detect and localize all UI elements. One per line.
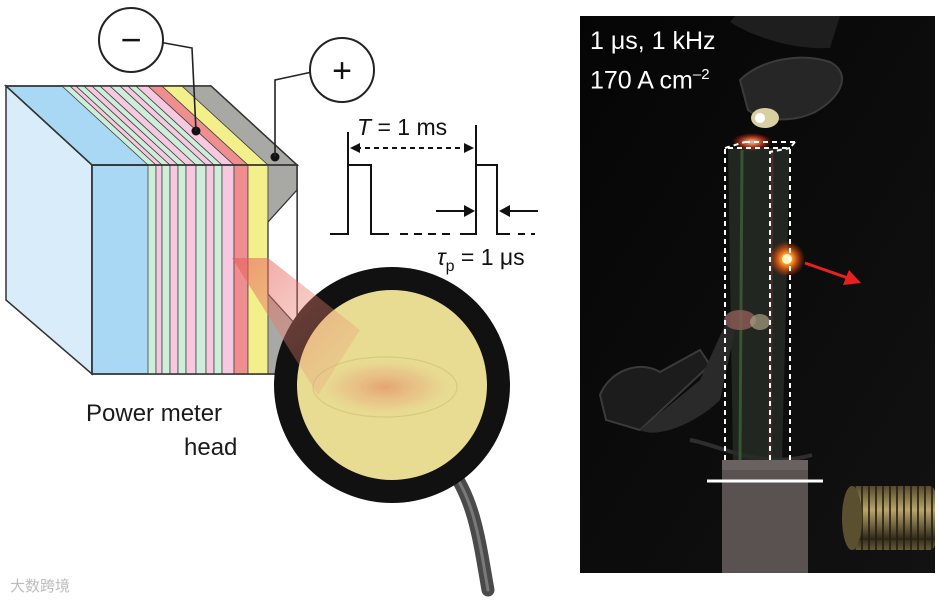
photo-label-line2: 170 A cm–2: [590, 66, 710, 95]
device-layers: [60, 85, 299, 375]
layered-device: [4, 41, 313, 376]
wire-minus: [158, 41, 197, 132]
photo-wire-body: [728, 148, 790, 460]
pulse-width-label: τp = 1 μs: [437, 244, 525, 275]
power-meter-label-line2: head: [184, 434, 238, 461]
power-meter-label-line1: Power meter: [86, 400, 223, 427]
layer-front-3: [169, 164, 179, 375]
pulse-waveform-2: [460, 164, 510, 235]
layer-front-7: [205, 164, 215, 375]
layer-front-5: [185, 164, 197, 375]
emission-arrow: [804, 261, 849, 280]
layer-front-9: [221, 164, 235, 375]
pulse-train: [330, 125, 538, 235]
pulse-waveform-1: [330, 164, 389, 235]
terminal-minus: −: [98, 7, 164, 73]
layer-front-0: [147, 164, 157, 375]
layer-front-1: [155, 164, 163, 375]
layer-front-8: [213, 164, 223, 375]
layer-front-4: [177, 164, 187, 375]
emission-beam: [232, 258, 360, 395]
terminal-plus: +: [309, 37, 375, 103]
layer-front-6: [195, 164, 207, 375]
meter-cable: [443, 461, 495, 597]
period-label: T = 1 ms: [357, 114, 447, 140]
plus-symbol: +: [332, 52, 352, 90]
watermark: 大数跨境: [10, 578, 71, 595]
photo-label-line1: 1 μs, 1 kHz: [590, 27, 716, 55]
photo-pedestal: [722, 460, 808, 573]
device-photo: [580, 16, 935, 573]
minus-symbol: −: [120, 19, 141, 60]
wire-plus: [274, 71, 313, 157]
layer-front-2: [161, 164, 171, 375]
wire-outline: [724, 141, 796, 460]
